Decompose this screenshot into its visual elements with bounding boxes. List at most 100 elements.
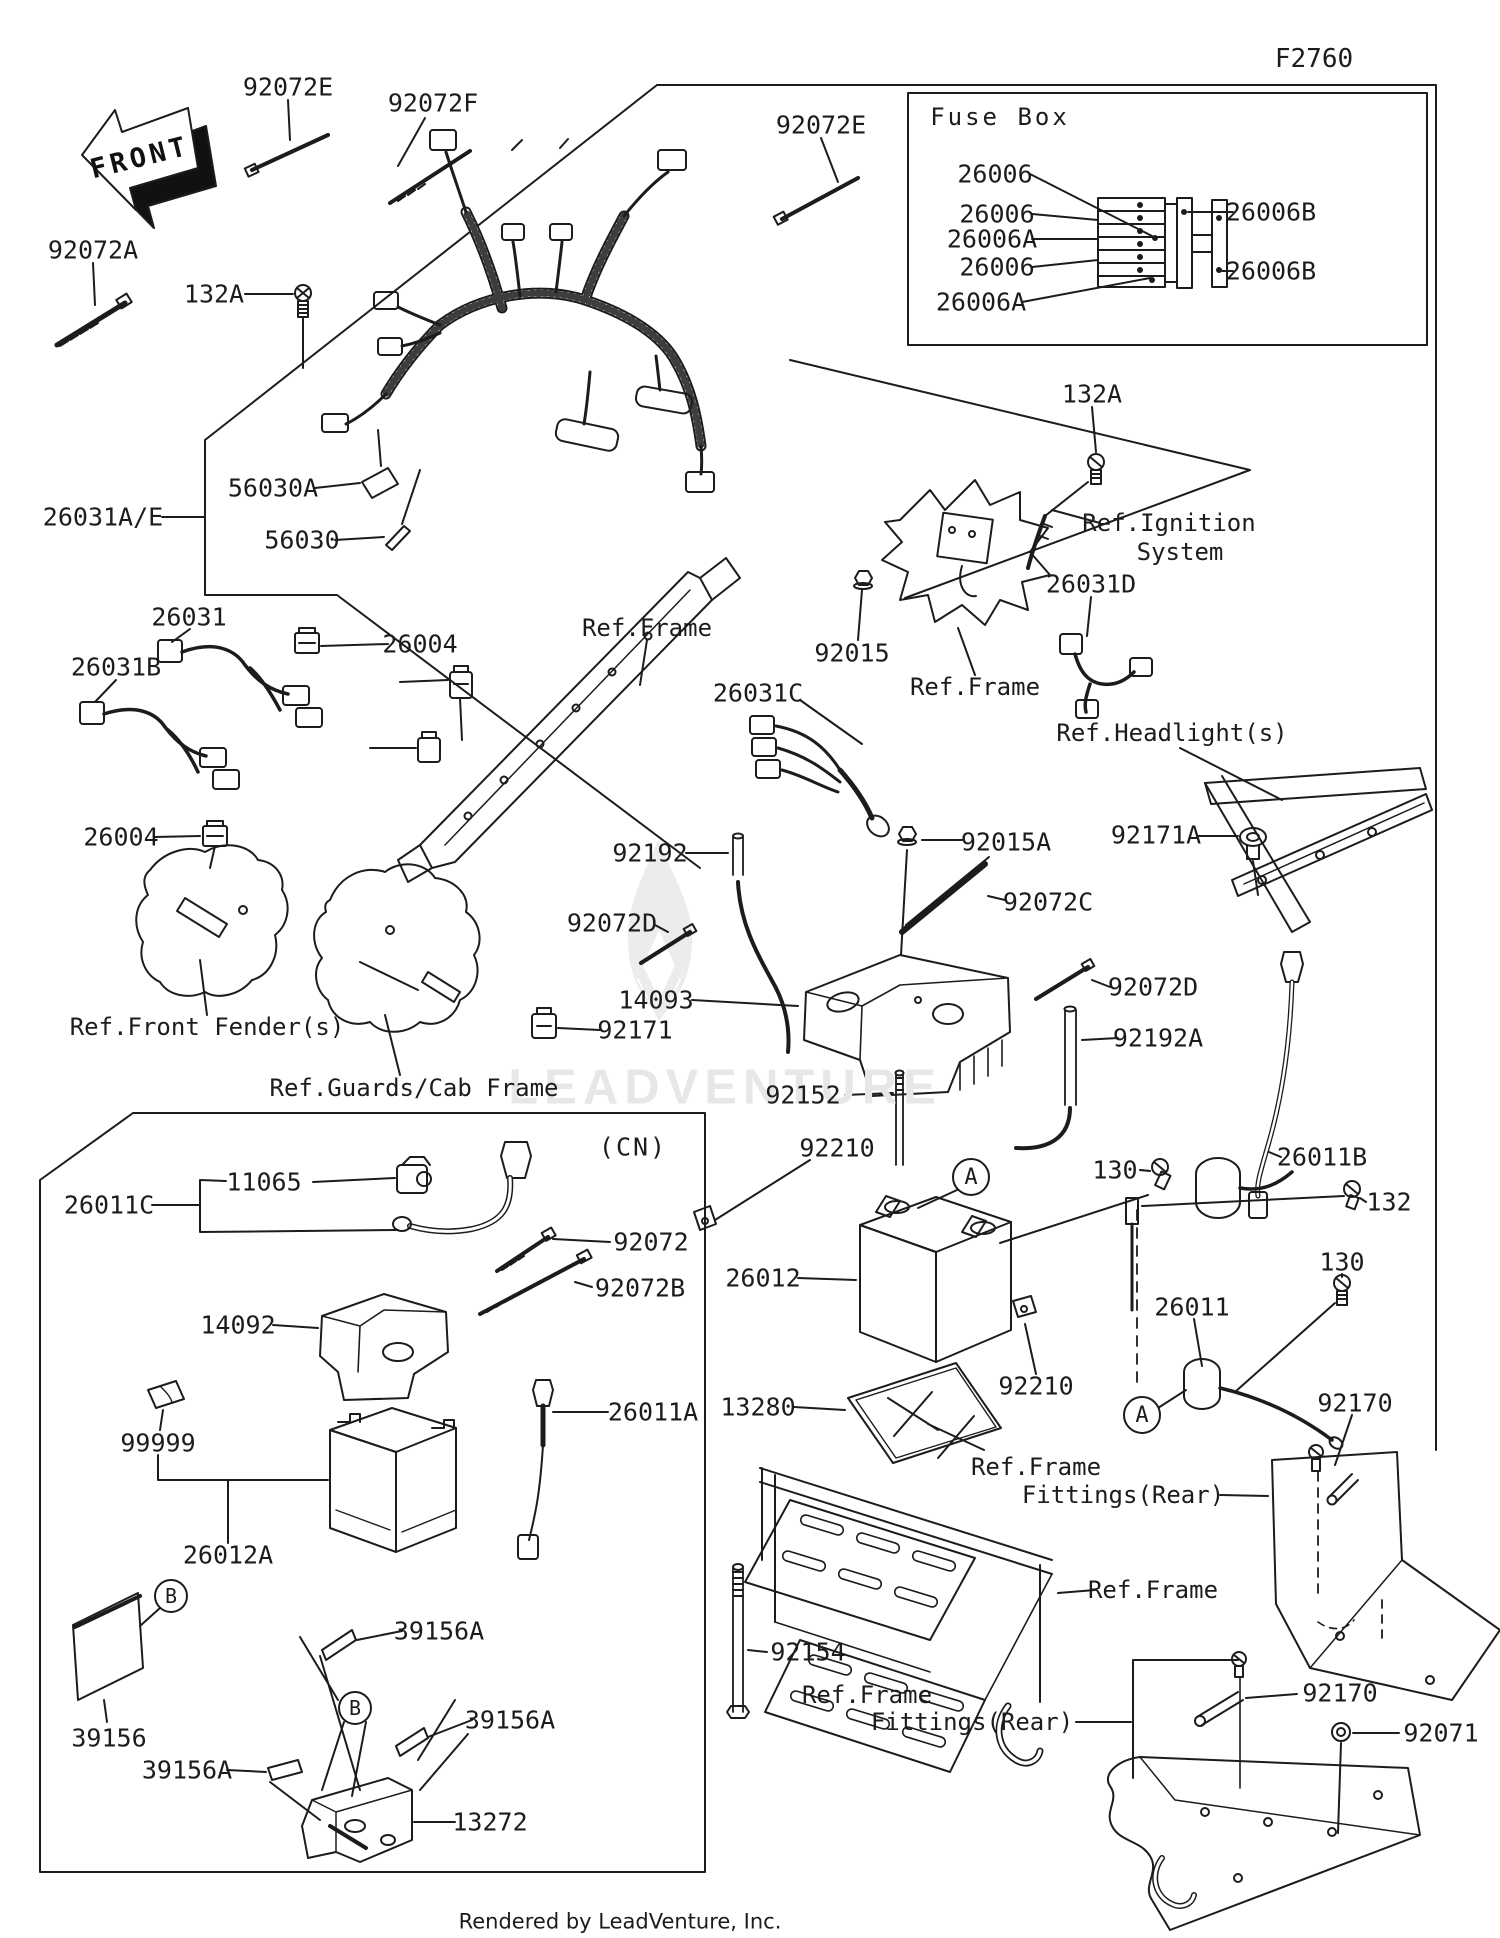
sub-harness-26031d [1059,596,1153,719]
label-26006b-1[interactable]: 26006B [1225,197,1317,227]
label-39156a-2[interactable]: 39156A [464,1705,556,1735]
label-26031c[interactable]: 26031C [712,678,804,708]
label-132[interactable]: 132 [1366,1187,1412,1217]
label-26031d[interactable]: 26031D [1045,569,1137,599]
label-26011b[interactable]: 26011B [1276,1142,1368,1172]
label-ref-front-fenders[interactable]: Ref.Front Fender(s) [69,1013,345,1041]
battery-26012a [157,1407,457,1553]
connector-11065 [312,1156,432,1194]
label-92210-1[interactable]: 92210 [799,1133,875,1163]
label-26006b-2[interactable]: 26006B [1225,256,1317,286]
label-92015[interactable]: 92015 [814,638,890,668]
label-92154[interactable]: 92154 [770,1637,846,1667]
rear-frame-drawing [744,1467,1096,1773]
label-26006-2[interactable]: 26006 [959,199,1035,229]
label-39156a-3[interactable]: 39156A [141,1755,233,1785]
label-39156a-1[interactable]: 39156A [393,1616,485,1646]
label-26031ae[interactable]: 26031A/E [42,502,164,532]
label-26004-r[interactable]: 26004 [382,629,458,659]
label-92210-2[interactable]: 92210 [998,1371,1074,1401]
terminal-92210-2 [1012,1295,1037,1375]
label-92072e-1[interactable]: 92072E [242,72,334,102]
label-26004-l[interactable]: 26004 [83,822,159,852]
label-130-1[interactable]: 130 [1092,1155,1138,1185]
label-ref-guards[interactable]: Ref.Guards/Cab Frame [269,1074,559,1102]
label-92171[interactable]: 92171 [597,1015,673,1045]
label-26011c[interactable]: 26011C [63,1190,155,1220]
label-56030[interactable]: 56030 [264,525,340,555]
label-92152[interactable]: 92152 [765,1080,841,1110]
battery-cable-26011b [1248,951,1304,1219]
label-92072d-1[interactable]: 92072D [566,908,658,938]
sticker-39156 [72,1592,161,1723]
label-92192[interactable]: 92192 [612,838,688,868]
label-92072c[interactable]: 92072C [1002,887,1094,917]
label-99999[interactable]: 99999 [120,1428,196,1458]
label-26006-1[interactable]: 26006 [957,159,1033,189]
label-26006a-1[interactable]: 26006A [946,224,1038,254]
label-13280[interactable]: 13280 [720,1392,796,1422]
headlight-bracket-drawing [1179,747,1433,933]
label-26031[interactable]: 26031 [151,602,227,632]
label-26011a[interactable]: 26011A [607,1397,699,1427]
label-ref-fittings-1a[interactable]: Ref.Frame [970,1453,1102,1481]
label-92171a[interactable]: 92171A [1110,820,1202,850]
rod-92152 [844,1069,905,1166]
label-f2760: F2760 [1274,44,1354,74]
label-ref-headlights[interactable]: Ref.Headlight(s) [1056,719,1288,747]
label-ref-ignition-2[interactable]: System [1136,538,1224,566]
bracket-13272 [301,1721,456,1863]
label-ref-fittings-2b[interactable]: Fittings(Rear) [870,1708,1074,1736]
label-92015a[interactable]: 92015A [960,827,1052,857]
callout-a-2: A [1123,1396,1161,1434]
cable-tie-92072a [54,262,133,348]
label-14092[interactable]: 14092 [200,1310,276,1340]
label-92072f[interactable]: 92072F [387,88,479,118]
plate-56030a [314,429,399,499]
label-26012[interactable]: 26012 [725,1263,801,1293]
label-56030a[interactable]: 56030A [227,473,319,503]
frame-bracket-drawing [881,479,1051,676]
label-ref-fittings-2a[interactable]: Ref.Frame [801,1681,933,1709]
fuse-box-drawing [1021,173,1234,303]
label-26006-3[interactable]: 26006 [959,252,1035,282]
label-132a-2[interactable]: 132A [1061,379,1123,409]
label-130-2[interactable]: 130 [1319,1247,1365,1277]
label-ref-fittings-1b[interactable]: Fittings(Rear) [1021,1481,1225,1509]
label-92170-1[interactable]: 92170 [1317,1388,1393,1418]
bolt-132 [1343,1180,1367,1211]
label-ref-frame-c[interactable]: Ref.Frame [581,614,713,642]
label-13272[interactable]: 13272 [452,1807,528,1837]
label-11065[interactable]: 11065 [226,1167,302,1197]
label-26006a-2[interactable]: 26006A [935,287,1027,317]
diagram-borders [39,84,1437,1873]
label-92071[interactable]: 92071 [1403,1718,1479,1748]
label-26031b[interactable]: 26031B [70,652,162,682]
battery-cable-26011 [917,1189,1344,1450]
nut-92071 [1331,1722,1400,1834]
label-92192a[interactable]: 92192A [1112,1023,1204,1053]
screw-92170-1 [1308,1444,1324,1596]
bolt-130-1 [1139,1158,1172,1191]
cable-tie-92072b [478,1248,593,1316]
label-14093[interactable]: 14093 [618,985,694,1015]
cable-tie-92072e-1 [243,99,330,178]
label-92072[interactable]: 92072 [613,1227,689,1257]
label-ref-frame-b[interactable]: Ref.Frame [1087,1576,1219,1604]
label-92072a[interactable]: 92072A [47,235,139,265]
label-92072b[interactable]: 92072B [594,1273,686,1303]
label-26012a[interactable]: 26012A [182,1540,274,1570]
label-26011[interactable]: 26011 [1154,1292,1230,1322]
pin-92170-1 [1326,1414,1359,1506]
label-92072d-2[interactable]: 92072D [1107,972,1199,1002]
label-92170-2[interactable]: 92170 [1302,1678,1378,1708]
label-92072e-2[interactable]: 92072E [775,110,867,140]
terminal-assy-130 [1195,1157,1294,1219]
strip-39156a-2 [395,1699,473,1791]
label-132a-1[interactable]: 132A [183,279,245,309]
cable-tie-92072f [388,117,472,205]
label-ref-ignition-1[interactable]: Ref.Ignition [1082,509,1256,537]
label-39156[interactable]: 39156 [71,1723,147,1753]
label-ref-frame-r[interactable]: Ref.Frame [909,673,1041,701]
